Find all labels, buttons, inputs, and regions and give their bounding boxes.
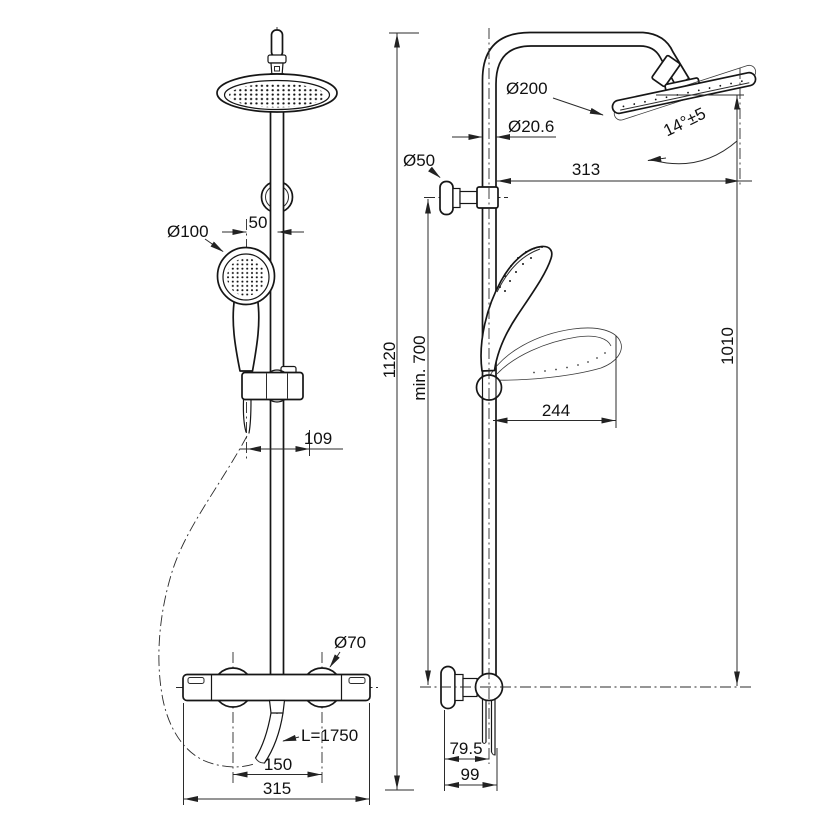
hand-to-rail-offset-label: 50 bbox=[249, 213, 268, 232]
front-hand-shower bbox=[216, 246, 276, 434]
front-hose-stub-left bbox=[242, 399, 247, 433]
front-hose-outlet bbox=[268, 699, 286, 714]
side-overhead-shower bbox=[611, 71, 757, 115]
front-mixer bbox=[176, 652, 378, 783]
dim-hand-to-rail-offset: 50 bbox=[222, 213, 304, 235]
hose-length-label: L=1750 bbox=[301, 726, 358, 745]
overall-height-label: 1120 bbox=[380, 342, 399, 379]
head-angle-label: 14°±5 bbox=[660, 104, 708, 141]
front-dimensions: Ø100 50 109 Ø70 bbox=[167, 213, 370, 805]
dim-hose-length: L=1750 bbox=[282, 726, 358, 745]
dim-handle-diameter: Ø70 bbox=[329, 633, 366, 668]
dim-min-height: min. 700 bbox=[410, 199, 431, 685]
hand-shower-diameter-label: Ø100 bbox=[167, 222, 209, 241]
front-hand-shower-handle bbox=[232, 298, 260, 372]
bracket-diameter-label: Ø50 bbox=[403, 151, 435, 170]
min-height-label: min. 700 bbox=[410, 335, 429, 400]
dim-handle-spacing: 150 bbox=[233, 755, 322, 778]
side-wall-bracket bbox=[424, 180, 508, 216]
front-top-connector bbox=[267, 29, 287, 77]
dim-head-reach: 313 bbox=[496, 160, 752, 184]
front-hand-shower-spray-face bbox=[227, 258, 265, 296]
dim-head-diameter: Ø200 bbox=[506, 79, 604, 116]
dim-head-height: 1010 bbox=[656, 94, 744, 686]
front-hand-shower-holder bbox=[241, 365, 304, 403]
dim-hand-shower-reach: 244 bbox=[493, 336, 617, 428]
side-hand-shower-phantom bbox=[488, 327, 622, 381]
front-overhead-shower bbox=[216, 73, 338, 113]
handle-diameter-label: Ø70 bbox=[334, 633, 366, 652]
handle-spacing-label: 150 bbox=[264, 755, 292, 774]
dim-bracket-diameter: Ø50 bbox=[403, 151, 441, 179]
dim-hand-shower-diameter: Ø100 bbox=[167, 222, 224, 252]
dim-pipe-diameter: Ø20.6 bbox=[452, 117, 556, 140]
side-head-joint-upper bbox=[651, 54, 681, 88]
front-view: Ø100 50 109 Ø70 bbox=[158, 27, 378, 805]
side-phantom-spray-dots bbox=[533, 352, 606, 374]
pipe-diameter-label: Ø20.6 bbox=[508, 117, 554, 136]
side-hand-shower-spray-dots bbox=[499, 246, 543, 292]
holder-offset-label: 109 bbox=[304, 429, 332, 448]
dim-holder-offset: 109 bbox=[240, 429, 343, 456]
front-hose-phantom-loop bbox=[158, 435, 255, 768]
front-hose-curve-right bbox=[263, 712, 284, 764]
head-height-label: 1010 bbox=[718, 327, 737, 365]
hand-shower-reach-label: 244 bbox=[542, 401, 570, 420]
side-view: 14°±5 Ø200 Ø20.6 Ø50 bbox=[380, 28, 757, 791]
side-overhead-spray-dots bbox=[622, 80, 743, 108]
front-hose-curve-left bbox=[254, 712, 272, 759]
wall-to-hose-label: 79.5 bbox=[449, 739, 482, 758]
front-hose-stub-right bbox=[248, 399, 252, 434]
overall-width-label: 315 bbox=[263, 779, 291, 798]
dim-overall-width: 315 bbox=[183, 703, 370, 805]
side-hand-shower bbox=[480, 245, 553, 372]
head-reach-label: 313 bbox=[572, 160, 600, 179]
dim-wall-offsets: 79.5 99 bbox=[444, 710, 498, 791]
head-diameter-label: Ø200 bbox=[506, 79, 548, 98]
wall-to-pipe-label: 99 bbox=[461, 765, 480, 784]
dim-overall-height: 1120 bbox=[380, 32, 419, 791]
front-overhead-spray-face bbox=[229, 83, 325, 108]
side-holder-knob bbox=[475, 374, 503, 401]
